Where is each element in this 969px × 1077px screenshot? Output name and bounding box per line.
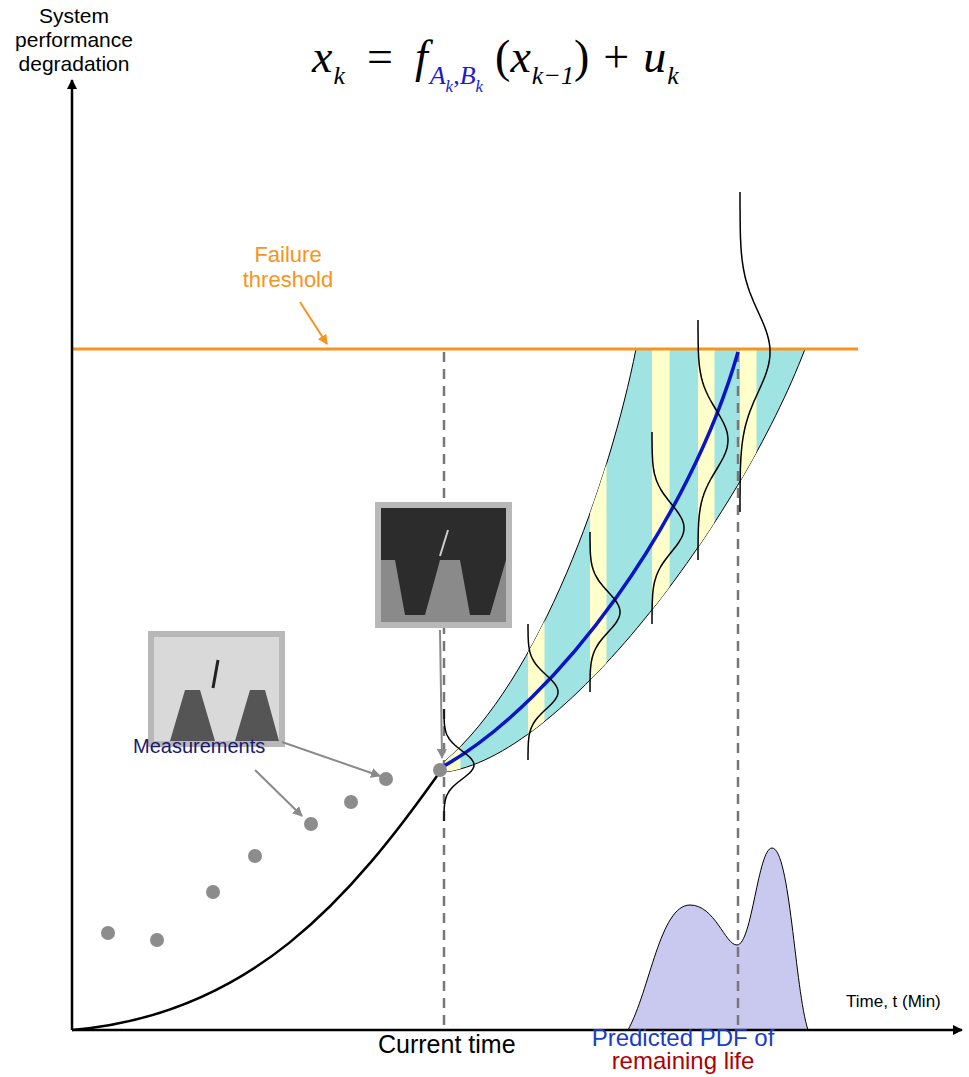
chart-label: Current time xyxy=(378,1030,516,1059)
formula-symbol: ) xyxy=(574,30,589,83)
leader-line xyxy=(440,630,442,758)
formula-symbol: A xyxy=(430,61,446,91)
chart-label: Failure threshold xyxy=(238,242,338,293)
current-time-line xyxy=(443,352,446,1030)
measurement-dots xyxy=(101,763,447,947)
formula-symbol: k−1 xyxy=(532,61,574,91)
leader-line xyxy=(255,770,302,816)
formula-symbol: f xyxy=(415,30,428,83)
formula-symbol: x xyxy=(312,30,332,83)
chart-label: Time, t (Min) xyxy=(846,992,941,1012)
formula-symbol: u xyxy=(643,30,666,83)
pdf-curve xyxy=(740,192,770,512)
pdf-stripe xyxy=(740,300,757,800)
pdf-stripe xyxy=(652,300,670,800)
formula-symbol: k xyxy=(333,61,345,91)
axis-label: System performance degradation xyxy=(12,4,136,76)
leader-line xyxy=(300,302,327,344)
pdf-curve xyxy=(444,709,474,821)
y-axis xyxy=(71,80,74,1030)
mean-failure-line xyxy=(737,352,740,1030)
formula-symbol: x xyxy=(510,30,530,83)
gear-photo xyxy=(148,631,285,747)
pdf-stripe xyxy=(590,300,607,800)
chart-label: remaining life xyxy=(588,1047,778,1075)
fitted-curve xyxy=(72,766,444,1030)
formula-symbol: B xyxy=(460,61,476,91)
failure-threshold-line xyxy=(72,348,858,351)
formula-symbol: k xyxy=(476,77,484,97)
pdf-curve xyxy=(652,432,684,624)
formula-symbol: k xyxy=(667,61,679,91)
formula-symbol: = xyxy=(367,30,393,83)
rul-pdf xyxy=(628,848,808,1030)
pdf-curve xyxy=(698,320,728,560)
state-equation: xk=fAk,Bk(xk−1)+uk xyxy=(312,30,679,83)
leader-line xyxy=(282,742,380,776)
formula-symbol: ( xyxy=(495,30,510,83)
x-axis xyxy=(72,1029,962,1032)
pdf-curve xyxy=(528,624,558,760)
chart-label: Measurements xyxy=(133,735,265,758)
pdf-curve xyxy=(590,532,620,692)
formula-symbol: , xyxy=(453,61,460,91)
formula-symbol: + xyxy=(603,30,629,83)
pdf-stripe xyxy=(528,300,545,800)
gear-photo xyxy=(375,502,512,628)
formula-symbol: k xyxy=(446,77,454,97)
